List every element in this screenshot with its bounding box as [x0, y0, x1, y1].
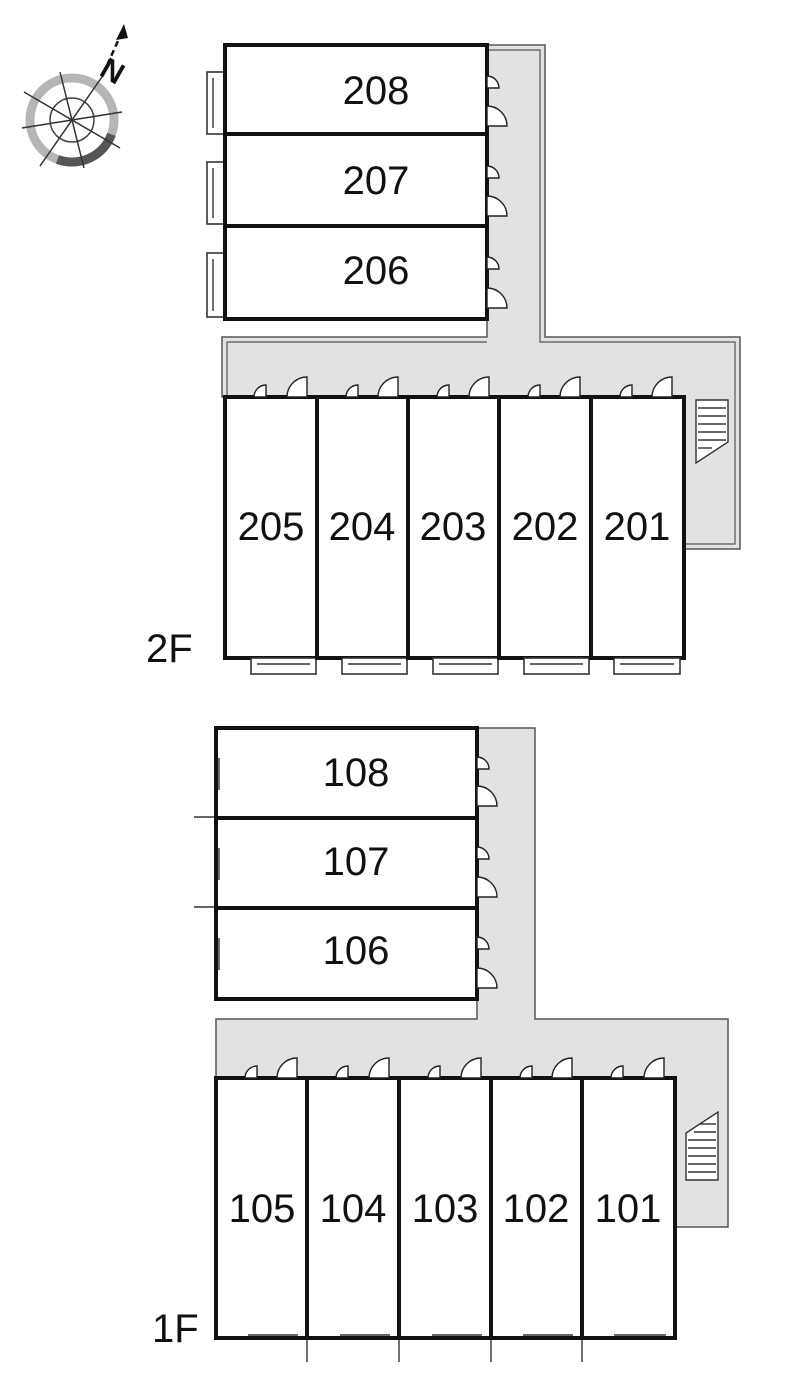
room-label: 207 [343, 159, 410, 203]
floor-2f: 208 207 206 205 [146, 43, 741, 675]
room-2f-top-2: 206 [206, 224, 508, 321]
room-1f-top-2: 106 [214, 906, 498, 1001]
room-2f-bottom-4: 201 [589, 376, 686, 675]
room-label: 107 [323, 840, 390, 884]
room-label: 102 [503, 1187, 570, 1231]
room-1f-bottom-1: 104 [305, 1057, 401, 1362]
room-label: 108 [323, 751, 390, 795]
room-2f-bottom-0: 205 [223, 376, 319, 675]
floor-label: 2F [146, 627, 193, 671]
room-2f-top-1: 207 [206, 132, 508, 228]
room-1f-top-0: 108 [214, 726, 498, 820]
room-2f-bottom-2: 203 [406, 376, 501, 675]
room-label: 106 [323, 929, 390, 973]
room-label: 201 [604, 505, 671, 549]
room-label: 205 [238, 505, 305, 549]
room-label: 208 [343, 69, 410, 113]
compass-north-icon: N [21, 24, 130, 169]
room-1f-top-1: 107 [214, 816, 498, 910]
floor-1f: 108 107 106 105 [152, 726, 729, 1362]
room-1f-bottom-2: 103 [397, 1057, 493, 1362]
room-label: 104 [320, 1187, 387, 1231]
room-label: 206 [343, 249, 410, 293]
floor-label: 1F [152, 1307, 199, 1351]
room-label: 101 [595, 1187, 662, 1231]
staircase-1f [685, 1110, 719, 1181]
room-label: 202 [512, 505, 579, 549]
room-label: 105 [229, 1187, 296, 1231]
room-1f-bottom-0: 105 [214, 1057, 309, 1362]
room-label: 204 [329, 505, 396, 549]
staircase-2f [695, 399, 729, 465]
room-2f-bottom-1: 204 [315, 376, 410, 675]
room-2f-bottom-3: 202 [497, 376, 593, 675]
room-2f-top-0: 208 [206, 43, 508, 136]
room-1f-bottom-4: 101 [580, 1057, 677, 1340]
room-1f-bottom-3: 102 [489, 1057, 584, 1362]
room-label: 103 [412, 1187, 479, 1231]
room-label: 203 [420, 505, 487, 549]
